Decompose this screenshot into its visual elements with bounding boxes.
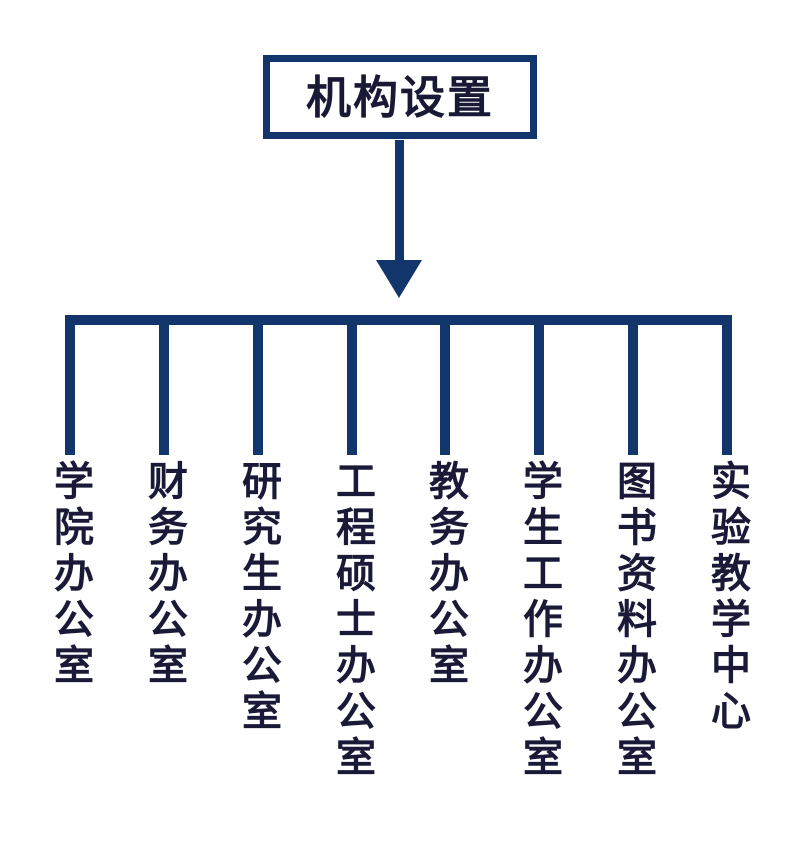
connector-rail: [65, 315, 732, 325]
branch-label: 图书资料办公室: [611, 460, 655, 782]
branch-label: 财务办公室: [142, 460, 186, 690]
down-arrow-icon: [376, 260, 422, 298]
branch-label: 学院办公室: [48, 460, 92, 690]
branch-connector-line: [253, 325, 263, 455]
branch-node-5: 教务办公室: [415, 325, 475, 690]
branch-connector-line: [440, 325, 450, 455]
root-node-label: 机构设置: [305, 71, 494, 123]
branch-connector-line: [628, 325, 638, 455]
root-node-box: 机构设置: [263, 55, 537, 139]
branch-connector-line: [65, 325, 75, 455]
branch-node-6: 学生工作办公室: [509, 325, 569, 782]
branch-label: 学生工作办公室: [517, 460, 561, 782]
branch-node-8: 实验教学中心: [697, 325, 757, 736]
branch-node-7: 图书资料办公室: [603, 325, 663, 782]
branch-node-3: 研究生办公室: [228, 325, 288, 736]
branch-connector-line: [534, 325, 544, 455]
branch-connector-line: [159, 325, 169, 455]
branch-connector-line: [347, 325, 357, 455]
branch-node-4: 工程硕士办公室: [322, 325, 382, 782]
branch-label: 研究生办公室: [236, 460, 280, 736]
branch-label: 教务办公室: [423, 460, 467, 690]
branch-label: 实验教学中心: [705, 460, 749, 736]
down-arrow-stem: [395, 140, 404, 264]
branch-label: 工程硕士办公室: [330, 460, 374, 782]
branch-node-1: 学院办公室: [40, 325, 100, 690]
branch-node-2: 财务办公室: [134, 325, 194, 690]
branch-connector-line: [722, 325, 732, 455]
